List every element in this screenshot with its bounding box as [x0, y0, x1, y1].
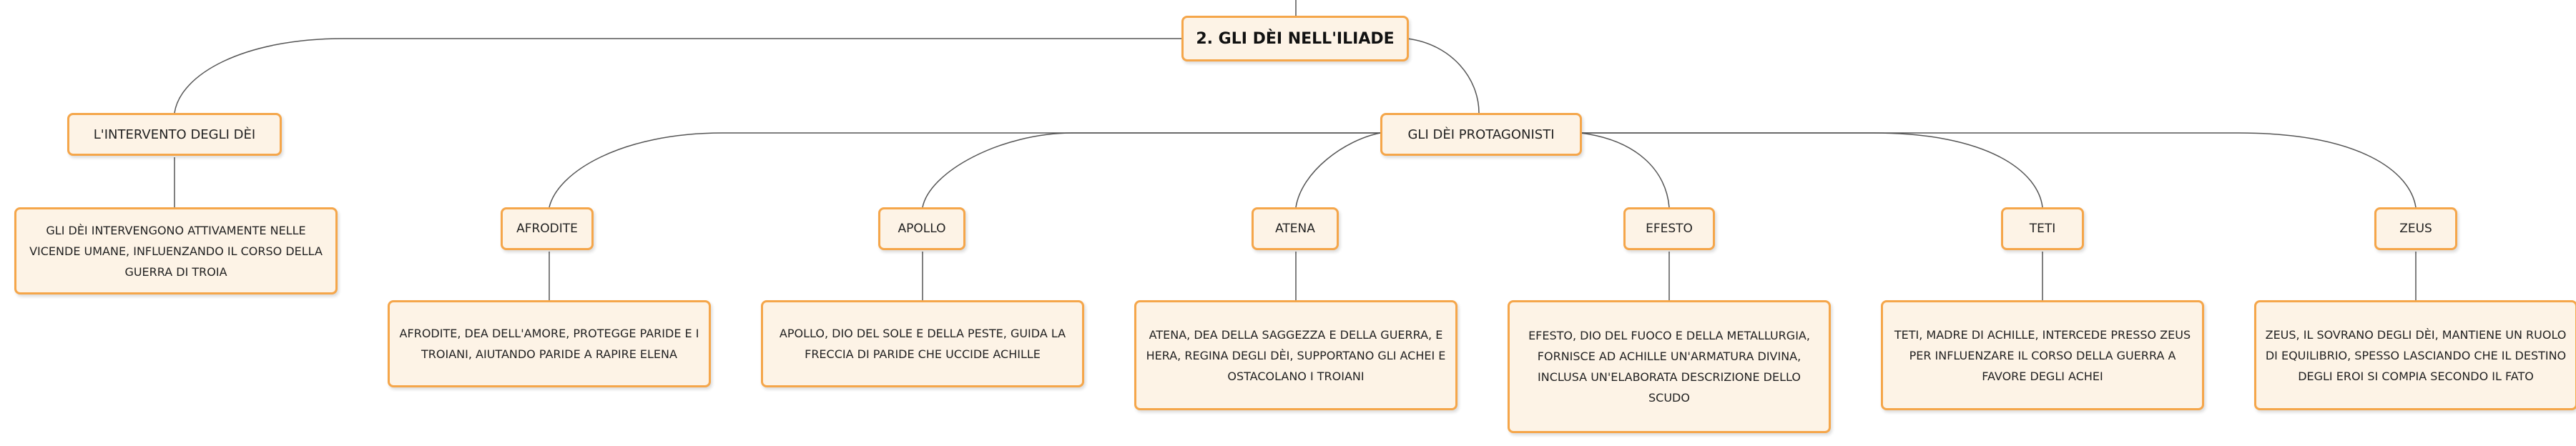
- connector-prot-atena: [1295, 132, 1381, 208]
- god-name: ATENA: [1275, 222, 1315, 236]
- root-node[interactable]: 2. GLI DÈI NELL'ILIADE: [1181, 16, 1409, 61]
- god-description-text: TETI, MADRE DI ACHILLE, INTERCEDE PRESSO…: [1894, 327, 2191, 383]
- connector-prot-afrodite: [549, 132, 1380, 208]
- node-afrodite-description[interactable]: AFRODITE, DEA DELL'AMORE, PROTEGGE PARID…: [388, 300, 711, 387]
- connector-prot-apollo: [922, 132, 1380, 208]
- node-apollo-description[interactable]: APOLLO, DIO DEL SOLE E DELLA PESTE, GUID…: [761, 300, 1084, 387]
- god-name: APOLLO: [898, 222, 946, 236]
- god-description-text: ATENA, DEA DELLA SAGGEZZA E DELLA GUERRA…: [1146, 327, 1446, 383]
- node-intervento[interactable]: L'INTERVENTO DEGLI DÈI: [67, 113, 282, 156]
- node-protagonisti[interactable]: GLI DÈI PROTAGONISTI: [1380, 113, 1582, 156]
- node-god-efesto[interactable]: EFESTO: [1623, 207, 1715, 250]
- node-god-zeus[interactable]: ZEUS: [2374, 207, 2457, 250]
- node-god-teti[interactable]: TETI: [2001, 207, 2084, 250]
- node-god-afrodite[interactable]: AFRODITE: [501, 207, 594, 250]
- connector-prot-zeus: [1580, 132, 2417, 208]
- node-god-atena[interactable]: ATENA: [1252, 207, 1339, 250]
- god-name: AFRODITE: [516, 222, 578, 236]
- god-description-text: AFRODITE, DEA DELL'AMORE, PROTEGGE PARID…: [399, 327, 699, 361]
- god-name: TETI: [2029, 222, 2056, 236]
- root-label: 2. GLI DÈI NELL'ILIADE: [1196, 29, 1395, 48]
- node-intervento-description[interactable]: GLI DÈI INTERVENGONO ATTIVAMENTE NELLE V…: [14, 207, 338, 294]
- node-teti-description[interactable]: TETI, MADRE DI ACHILLE, INTERCEDE PRESSO…: [1881, 300, 2204, 410]
- node-atena-description[interactable]: ATENA, DEA DELLA SAGGEZZA E DELLA GUERRA…: [1134, 300, 1457, 410]
- node-efesto-description[interactable]: EFESTO, DIO DEL FUOCO E DELLA METALLURGI…: [1508, 300, 1831, 433]
- node-protagonisti-label: GLI DÈI PROTAGONISTI: [1407, 127, 1555, 142]
- connector-root-intervento: [174, 38, 1181, 114]
- god-description-text: APOLLO, DIO DEL SOLE E DELLA PESTE, GUID…: [779, 327, 1066, 361]
- connector-prot-efesto: [1580, 132, 1670, 208]
- node-intervento-label: L'INTERVENTO DEGLI DÈI: [93, 127, 256, 142]
- god-description-text: ZEUS, IL SOVRANO DEGLI DÈI, MANTIENE UN …: [2265, 327, 2567, 383]
- god-name: ZEUS: [2399, 222, 2432, 236]
- god-description-text: EFESTO, DIO DEL FUOCO E DELLA METALLURGI…: [1528, 329, 1810, 405]
- connector-root-protagonisti: [1407, 38, 1480, 114]
- node-zeus-description[interactable]: ZEUS, IL SOVRANO DEGLI DÈI, MANTIENE UN …: [2254, 300, 2576, 410]
- connector-prot-teti: [1580, 132, 2043, 208]
- node-god-apollo[interactable]: APOLLO: [878, 207, 965, 250]
- god-name: EFESTO: [1646, 222, 1693, 236]
- node-intervento-description-text: GLI DÈI INTERVENGONO ATTIVAMENTE NELLE V…: [29, 223, 323, 279]
